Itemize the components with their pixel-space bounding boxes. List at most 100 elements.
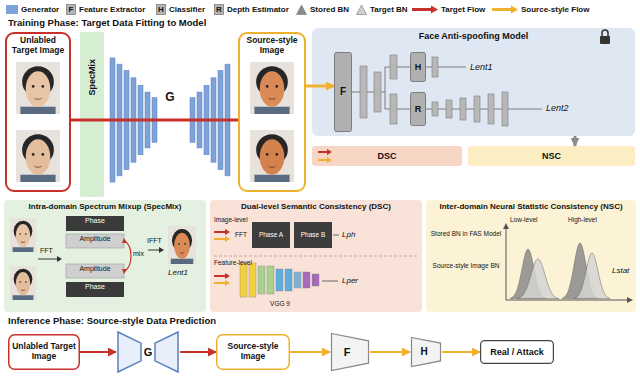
network-layer: [360, 66, 367, 118]
distribution-curve: [574, 253, 610, 298]
legend-sample: [356, 4, 367, 15]
image-box: Unlabled Target Image: [8, 334, 80, 370]
loss-module-box: NSC: [468, 146, 635, 166]
phase-spectrum: [66, 282, 124, 297]
label-slot: Lstat: [612, 266, 629, 275]
legend-item: Source-style Flow: [492, 4, 589, 15]
distribution-curve: [517, 259, 559, 299]
generator-shape-label: G: [165, 91, 174, 105]
image-label: Phase B: [294, 231, 332, 238]
legend-text: Source-style Flow: [521, 4, 589, 15]
specmix-band: SpecMix: [80, 32, 104, 197]
image-panel: Source-style Image: [238, 32, 306, 192]
operation-label: IFFT: [147, 237, 162, 245]
divider: [214, 256, 418, 257]
label-slot: Lent2: [546, 103, 569, 113]
flow-arrow: [214, 231, 226, 233]
feature-extractor-block-outline: [335, 53, 352, 132]
model-panel-label: Face Anti-spoofing Model: [419, 31, 529, 41]
legend-text: Generator: [21, 4, 59, 15]
loss-term: Lstat: [612, 266, 629, 275]
legend-sample: [492, 4, 518, 15]
photo-background: [16, 62, 60, 114]
eye: [276, 153, 279, 156]
photo-background: [168, 226, 196, 264]
arrow-head: [122, 238, 127, 243]
face: [16, 272, 31, 295]
legend-text: Depth Estimator: [227, 4, 289, 15]
loss-term: Lent1: [470, 62, 493, 72]
label-slot: Lent1: [168, 268, 188, 277]
level-label: Feature-level: [214, 259, 252, 266]
label-slot: Training Phase: Target Data Fitting to M…: [8, 18, 206, 29]
depth-estimator-block-outline: [411, 93, 426, 126]
vgg-layer: [294, 272, 301, 288]
legend-sample: [296, 4, 307, 15]
flow-arrow: [318, 159, 328, 161]
generator-encoder: [118, 332, 141, 372]
layer-link: [438, 67, 466, 68]
loss-module-box-outline: [312, 146, 462, 166]
label-slot: Lent1: [470, 62, 493, 72]
label-slot: FFT: [40, 247, 53, 255]
arrow-head: [225, 280, 230, 286]
eye: [42, 85, 45, 88]
legend-text: Target Flow: [441, 4, 485, 15]
arrow-head: [327, 149, 332, 155]
legend-block: [67, 5, 76, 15]
eye: [25, 233, 27, 235]
label-slot: High-level: [568, 216, 597, 223]
flow-connector: [442, 351, 480, 353]
loss-module-box: DSC: [312, 146, 462, 166]
level-label: Image-level: [214, 216, 248, 223]
legend-letter: H: [156, 4, 166, 15]
eye: [32, 153, 35, 156]
label-slot: Phase: [66, 283, 124, 291]
shirt: [20, 107, 55, 114]
network-layer: [488, 94, 494, 124]
legend-item: Generator: [6, 4, 59, 15]
result-box-label: Real / Attack: [490, 347, 544, 357]
detail-panel-label: Intra-domain Spectrum Mixup (SpecMix): [29, 202, 182, 211]
network-layer: [432, 102, 438, 116]
label-slot: Inference Phase: Source-style Data Predi…: [8, 316, 216, 327]
legend-letter: R: [214, 4, 224, 15]
label-slot: Amplitude: [66, 235, 124, 243]
arrow-head: [327, 157, 332, 163]
arrow-head: [225, 229, 230, 235]
generator-shape-outline: [108, 55, 232, 190]
layer-link: [438, 109, 446, 110]
generator-decoder: [155, 332, 178, 372]
arrow-head: [225, 273, 230, 279]
network-label: VGG 9: [240, 300, 320, 307]
layer-link: [397, 67, 410, 68]
image-box-outline: [217, 335, 290, 370]
lock-icon: [602, 30, 608, 36]
label-slot: Stored BN in FAS Model: [430, 230, 502, 237]
target-flow-line: [108, 119, 232, 122]
loss-link: [333, 235, 339, 236]
mouth: [34, 166, 41, 167]
image-panel-label: Unlabled Target Image: [7, 36, 69, 56]
label-slot: Phase B: [294, 231, 332, 238]
image-box: Source-style Image: [216, 334, 290, 370]
flow-connector: [370, 351, 410, 353]
depth-estimator-block: R: [410, 92, 426, 126]
image-box-outline: [9, 335, 80, 370]
specmix-band-label: SpecMix: [87, 59, 97, 96]
image-panel-label: Source-style Image: [240, 36, 304, 56]
spectrum-label: Amplitude: [66, 265, 124, 273]
lock-icon: [600, 36, 610, 44]
legend-block: [157, 5, 166, 15]
mouth: [21, 241, 25, 243]
phase-heading: Inference Phase: Source-style Data Predi…: [8, 316, 216, 327]
arrow-head: [122, 269, 127, 274]
feature-extractor-shape-label: F: [344, 346, 351, 359]
result-box-outline: [481, 341, 554, 364]
image-box-label: Unlabled Target Image: [11, 342, 77, 362]
axis: [506, 226, 630, 300]
model-panel: Face Anti-spoofing ModelFHR: [312, 28, 635, 136]
label-slot: Lph: [342, 230, 355, 239]
eye: [19, 233, 21, 235]
detail-panel-outline: [4, 200, 206, 312]
